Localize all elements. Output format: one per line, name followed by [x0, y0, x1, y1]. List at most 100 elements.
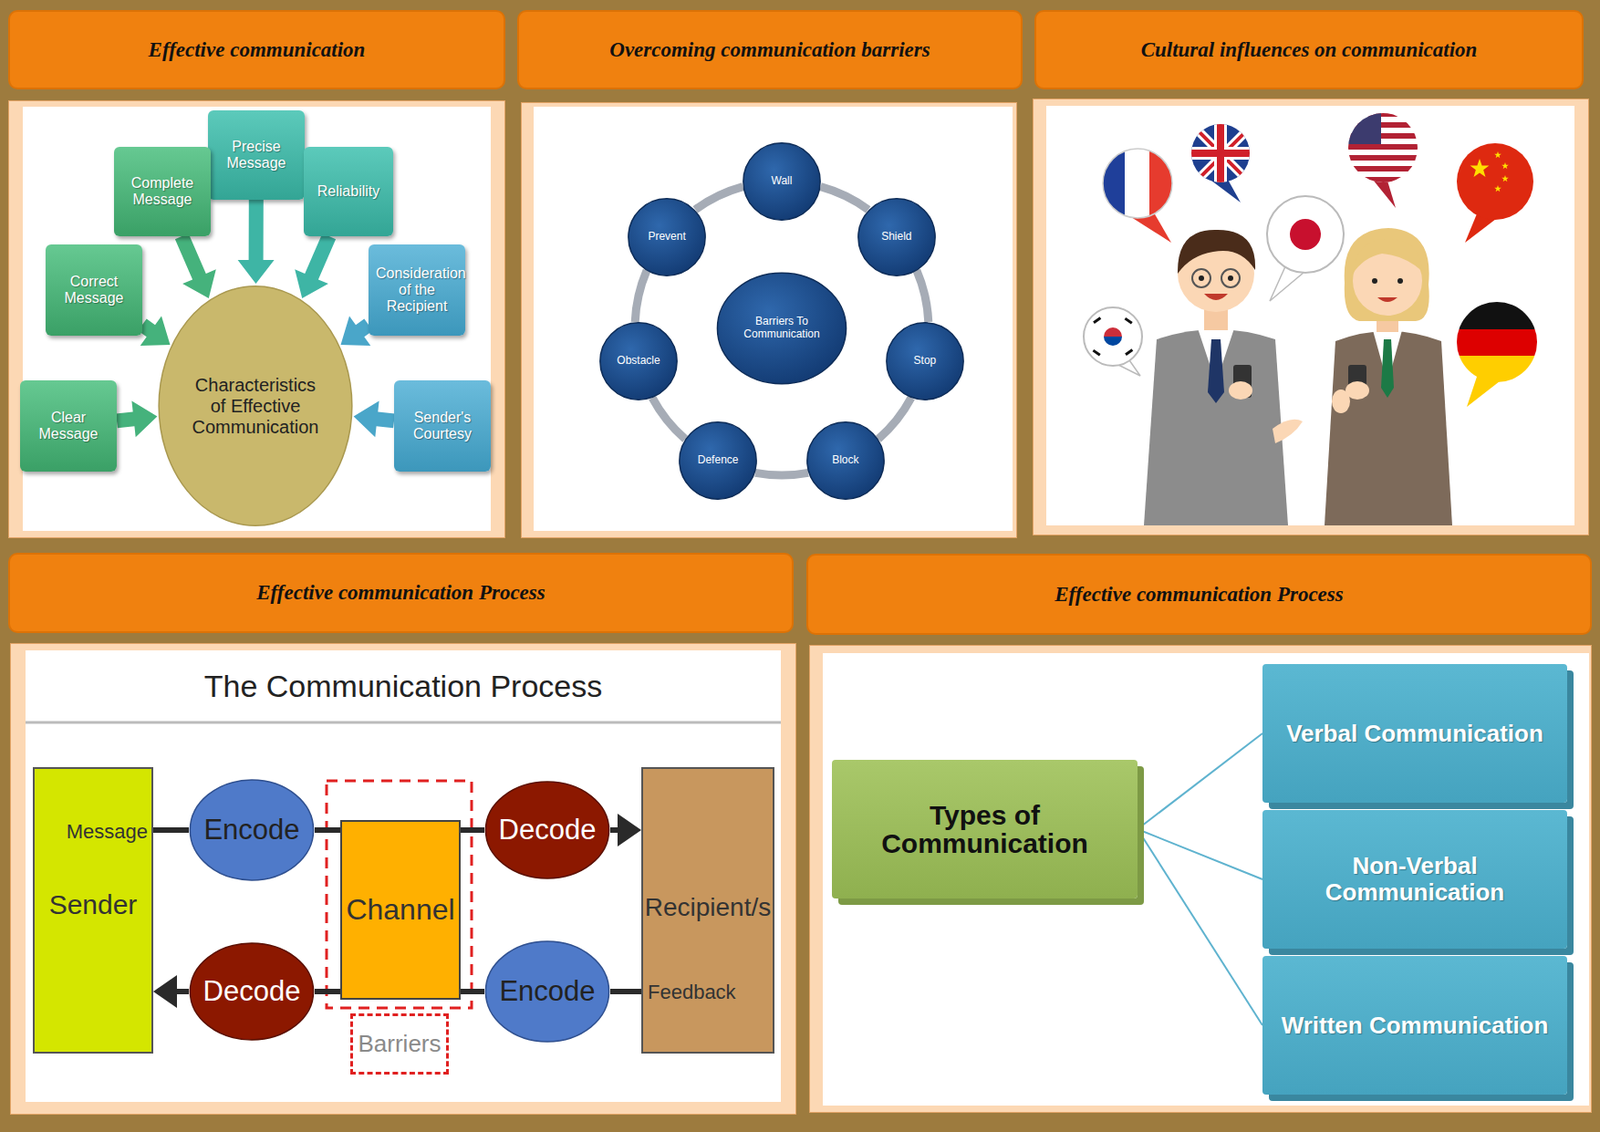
line-body — [176, 988, 189, 995]
process-line — [460, 991, 485, 993]
block-arrow — [294, 233, 336, 299]
node-text: Verbal Communication — [1286, 720, 1544, 748]
line-body — [314, 827, 341, 833]
ring-segment — [652, 397, 686, 439]
ring-segment — [820, 187, 869, 210]
node-text: Stop — [914, 354, 937, 368]
node-text: Clear Message — [27, 409, 110, 443]
channel-box: Channel — [340, 820, 461, 1000]
node-text: Complete Message — [121, 175, 204, 208]
decode-ellipse: Decode — [484, 780, 611, 880]
arrow-head — [153, 975, 177, 1008]
node-text: Overcoming communication barriers — [609, 38, 930, 63]
decode-ellipse: Decode — [188, 942, 315, 1041]
process-line — [153, 975, 189, 1008]
process-line — [314, 991, 341, 993]
characteristic-box: Precise Message — [207, 110, 305, 200]
arrow-head — [617, 813, 642, 847]
node-text: Prevent — [647, 230, 686, 244]
process-line — [153, 830, 189, 832]
barrier-circle: Shield — [857, 197, 936, 277]
line-body — [610, 988, 642, 995]
barrier-circle: Prevent — [627, 197, 707, 277]
barrier-circle: Wall — [742, 142, 821, 221]
node-text: Decode — [498, 813, 597, 847]
line-body — [460, 827, 485, 833]
header-band: Effective communication Process — [8, 552, 794, 634]
woman-figure — [1324, 228, 1453, 526]
line-body — [610, 827, 618, 833]
node-text: Effective communication — [148, 38, 366, 63]
characteristic-box: Clear Message — [20, 380, 117, 472]
node-text: Cultural influences on communication — [1141, 38, 1478, 63]
process-line — [314, 830, 341, 832]
node-text: Feedback — [647, 980, 737, 1005]
node-text: Wall — [771, 175, 793, 188]
node-text: Block — [831, 454, 859, 468]
flag-france — [1099, 145, 1177, 243]
recipient-box: Recipient/sFeedback — [641, 767, 775, 1054]
sender-box: MessageSender — [32, 767, 154, 1054]
block-arrow — [137, 316, 170, 347]
block-arrow — [115, 400, 157, 437]
ring-segment — [878, 397, 912, 439]
branch-line — [1137, 733, 1263, 830]
node-text: Barriers To Communication — [737, 315, 826, 342]
process-line — [610, 813, 642, 847]
node-text: Recipient/s — [644, 893, 772, 923]
node-text: Effective communication Process — [1054, 582, 1343, 607]
node-text: Shield — [881, 230, 912, 244]
characteristic-box: Correct Message — [45, 244, 143, 336]
flag-uk — [1185, 118, 1259, 203]
node-text: Types of Communication — [866, 800, 1104, 859]
branch-line — [1137, 829, 1263, 1026]
diagram-title: The Communication Process — [25, 658, 781, 714]
block-arrow — [353, 400, 395, 437]
center-ellipse: Characteristics of Effective Communicati… — [156, 283, 354, 529]
node-text: Sender's Courtesy — [401, 409, 484, 443]
node-text: Defence — [697, 454, 739, 468]
barrier-circle: Stop — [885, 322, 965, 401]
branch-line — [1137, 829, 1263, 880]
type-root-box: Types of Communication — [831, 759, 1138, 899]
type-box: Written Communication — [1262, 955, 1568, 1095]
node-text: Obstacle — [616, 354, 660, 368]
node-text: Non-Verbal Communication — [1275, 852, 1555, 905]
flag-china — [1454, 141, 1538, 243]
node-text: Message — [66, 820, 148, 844]
barrier-circle: Obstacle — [599, 322, 678, 401]
flag-usa — [1346, 111, 1422, 208]
process-line — [610, 991, 642, 993]
characteristic-box: Consideration of the Recipient — [368, 244, 466, 336]
characteristic-box: Sender's Courtesy — [394, 380, 491, 472]
ring-segment — [695, 187, 743, 210]
flag-japan — [1267, 196, 1344, 302]
node-text: Decode — [203, 975, 302, 1008]
line-body — [153, 827, 189, 833]
flag-korea — [1083, 307, 1143, 376]
encode-ellipse: Encode — [188, 779, 315, 882]
barrier-circle: Barriers To Communication — [716, 271, 848, 385]
ring-segment — [755, 472, 809, 476]
barriers-box: Barriers — [350, 1013, 449, 1075]
characteristic-box: Reliability — [303, 146, 394, 237]
header-band: Cultural influences on communication — [1034, 10, 1584, 90]
node-text: Precise Message — [215, 138, 298, 172]
node-text: Sender — [49, 889, 138, 921]
node-text: Correct Message — [52, 273, 136, 307]
node-text: Effective communication Process — [256, 581, 545, 605]
line-body — [314, 988, 341, 995]
ring-segment — [634, 270, 647, 323]
barrier-circle: Defence — [678, 421, 758, 500]
line-body — [460, 988, 485, 995]
characteristic-box: Complete Message — [114, 146, 211, 237]
header-band: Effective communication — [8, 10, 506, 90]
encode-ellipse: Encode — [484, 940, 611, 1043]
block-arrow — [238, 199, 275, 284]
type-box: Verbal Communication — [1262, 664, 1568, 803]
node-text: Reliability — [317, 183, 380, 200]
node-text: Encode — [498, 975, 595, 1008]
barrier-circle: Block — [806, 421, 885, 500]
header-band: Overcoming communication barriers — [517, 10, 1023, 90]
type-box: Non-Verbal Communication — [1262, 810, 1568, 949]
